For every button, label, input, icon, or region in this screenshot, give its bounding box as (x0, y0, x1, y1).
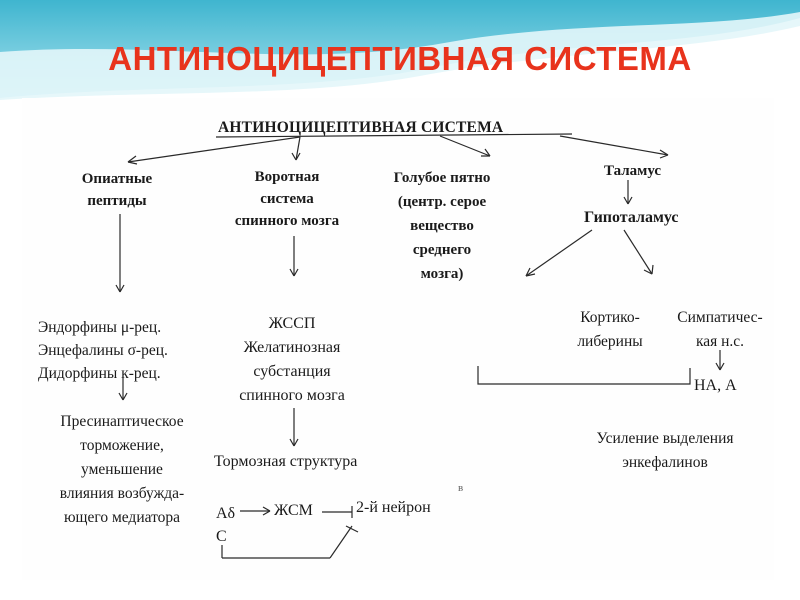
branch-gate-system: Воротная система спинного мозга (234, 169, 340, 229)
arrow-root-locus (439, 135, 491, 157)
sympathetic-ns: Симпатичес- кая н.с. (677, 309, 763, 350)
fiber-types: Aδ C (216, 502, 235, 548)
branch-opiate-peptides: Опиатные пептиды (81, 171, 153, 209)
corticoliberins: Кортико- либерины (577, 309, 643, 350)
zhsm-label: ЖСМ (274, 502, 313, 519)
inhibitory-structure: Тормозная структура (214, 453, 358, 470)
presynaptic-inhibition: Пресинаптическое торможение, уменьшение … (59, 413, 185, 526)
branch-thalamus: Таламус (604, 163, 662, 179)
arrow-hypo-left (525, 229, 593, 277)
diagram-scan (22, 98, 774, 580)
arrow-root-gate (295, 136, 301, 161)
fiber-a-delta: Aδ (216, 505, 236, 522)
branch-hypothalamus: Гипоталамус (584, 209, 679, 226)
header-wave-highlight (0, 12, 800, 100)
stray-mark: в (458, 482, 464, 494)
enkephalin-enhancement: Усиление выделения энкефалинов (596, 430, 734, 471)
branch-locus-coeruleus: Голубое пятно (центр. серое вещество сре… (393, 170, 491, 282)
slide-title: АНТИНОЦИЦЕПТИВНАЯ СИСТЕМА (108, 40, 692, 77)
arrow-root-opiate (127, 136, 301, 163)
second-neuron-label: 2-й нейрон (356, 499, 431, 516)
arrow-root-thalamus (559, 135, 669, 156)
opioid-list: Эндорфины μ-рец. Энцефалины σ-рец. Дидор… (38, 319, 168, 382)
arrow-hypo-right (623, 229, 653, 275)
gate-detail: ЖССП Желатинозная субстанция спинного мо… (239, 315, 345, 404)
bracket (477, 366, 691, 385)
root-label: АНТИНОЦИЦЕПТИВНАЯ СИСТЕМА (218, 119, 504, 136)
fiber-c: C (216, 528, 227, 545)
na-a-label: НА, А (694, 377, 737, 394)
